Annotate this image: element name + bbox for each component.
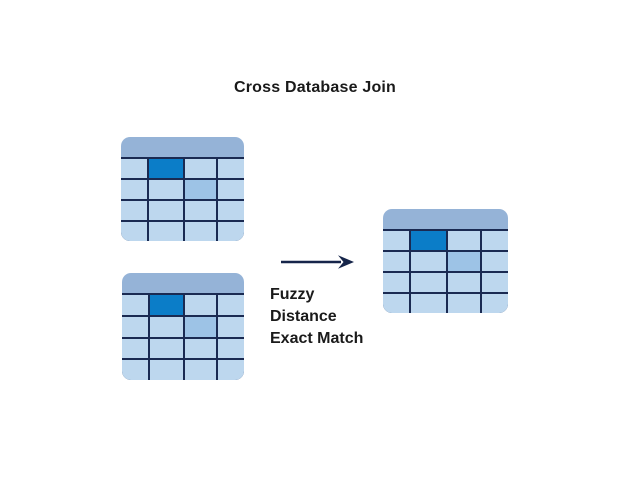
table-cell [122,295,148,315]
table-cell [184,159,217,178]
table-header [122,273,244,293]
table-cell [148,222,183,241]
table-cell [411,273,446,292]
table-header [383,209,508,229]
table-cell [185,360,217,380]
table-cell [218,159,244,178]
table-cell [122,360,148,380]
table-cell [383,231,410,250]
result-joined-table [383,209,508,313]
table-cell [481,231,508,250]
table-cell [149,316,184,337]
table-grid [383,229,508,313]
table-cell [121,201,147,220]
table-header [121,137,244,157]
method-label-exact-match: Exact Match [270,330,364,347]
table-cell [121,222,147,241]
table-cell [411,252,446,271]
table-cell [481,252,508,271]
table-cell [481,294,508,313]
table-cell [218,316,244,337]
table-cell [121,159,147,178]
table-cell [218,295,244,315]
table-cell [218,338,244,359]
join-method-labels: Fuzzy Distance Exact Match [270,284,363,350]
diagram-title: Cross Database Join [233,79,397,96]
table-cell [218,222,244,241]
table-cell [218,201,244,220]
table-cell [447,273,480,292]
table-cell [481,273,508,292]
table-cell [121,180,147,199]
table-cell [218,180,244,199]
table-cell [185,338,217,359]
highlighted-key-cell [148,159,183,178]
highlighted-key-cell [411,231,446,250]
source-table-2 [122,273,244,380]
table-cell [122,316,148,337]
join-arrow-icon [280,253,356,271]
table-cell [148,180,183,199]
fuzzy-match-cell [185,316,217,337]
table-cell [218,360,244,380]
table-cell [447,231,480,250]
method-label-fuzzy: Fuzzy [270,286,315,303]
table-grid [121,157,244,241]
table-cell [185,295,217,315]
table-cell [148,201,183,220]
table-cell [122,338,148,359]
table-cell [149,338,184,359]
highlighted-key-cell [149,295,184,315]
table-cell [447,294,480,313]
source-table-1 [121,137,244,241]
table-cell [383,294,410,313]
table-cell [184,201,217,220]
table-cell [184,222,217,241]
method-label-distance: Distance [270,308,337,325]
fuzzy-match-cell [447,252,480,271]
table-grid [122,293,244,380]
table-cell [149,360,184,380]
table-cell [383,252,410,271]
table-cell [411,294,446,313]
fuzzy-match-cell [184,180,217,199]
table-cell [383,273,410,292]
